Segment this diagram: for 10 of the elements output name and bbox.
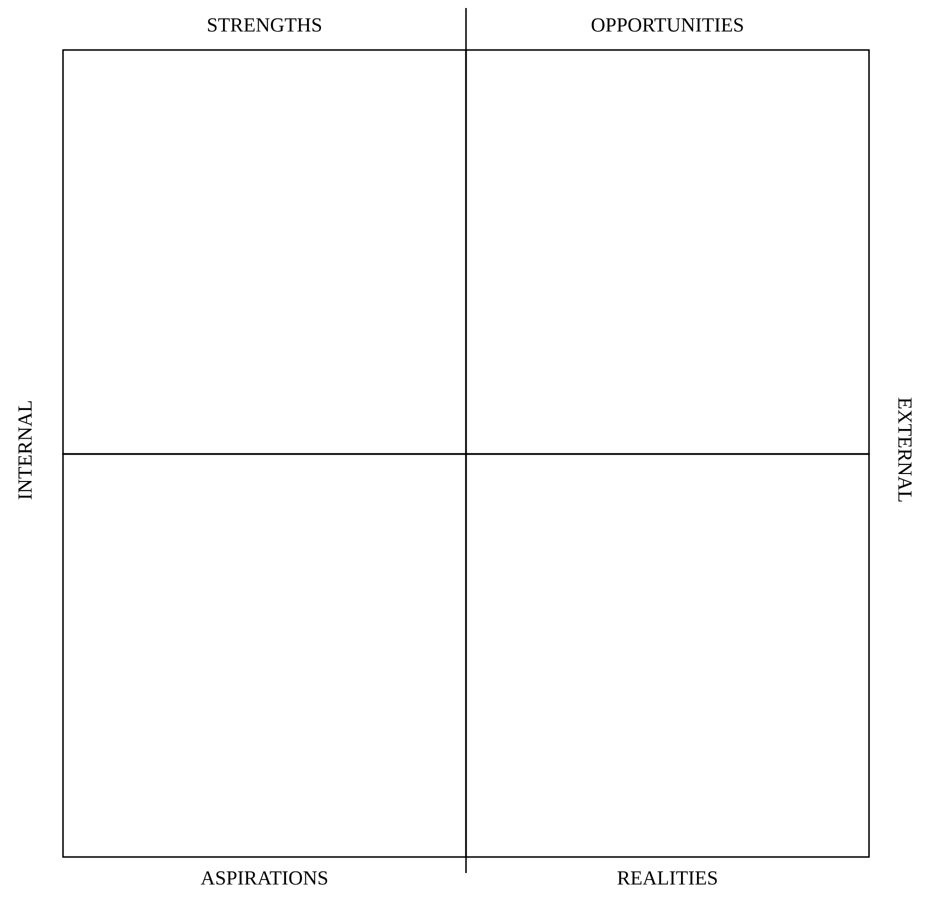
quadrant-box: STRENGTHS bbox=[62, 18, 467, 455]
quadrant-box: OPPORTUNITIES bbox=[465, 18, 870, 455]
node-label: STRENGTHS bbox=[208, 18, 322, 32]
quadrant-box: REALITIES bbox=[465, 453, 870, 885]
node-label: REALITIES bbox=[618, 871, 717, 885]
axis-label: INTERNAL bbox=[18, 401, 32, 500]
node-label: ASPIRATIONS bbox=[200, 871, 328, 885]
quadrant-box: ASPIRATIONS bbox=[62, 453, 467, 885]
node-label: OPPORTUNITIES bbox=[592, 18, 743, 32]
axis-label: EXTERNAL bbox=[898, 398, 912, 502]
